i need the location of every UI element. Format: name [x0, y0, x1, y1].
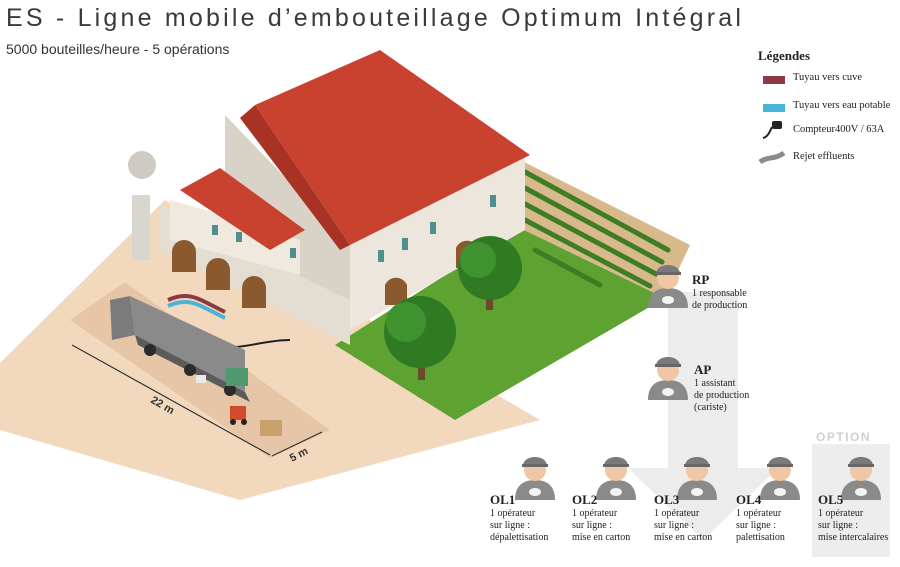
role-desc-line: 1 opérateur	[736, 508, 782, 519]
role-desc-line: de production	[694, 390, 750, 401]
role-code: RP	[692, 272, 710, 287]
page-subtitle: 5000 bouteilles/heure - 5 opérations	[6, 41, 230, 57]
ground-platform	[0, 200, 540, 500]
legend-title: Légendes	[758, 48, 810, 63]
option-label: OPTION	[816, 430, 872, 444]
role-code: AP	[694, 362, 712, 377]
role-desc-line: sur ligne :	[654, 520, 694, 531]
role-desc-line: sur ligne :	[490, 520, 530, 531]
tank-pipe-swatch	[763, 76, 785, 84]
cardboard-boxes	[260, 420, 282, 436]
power-cable-icon	[762, 121, 782, 139]
role-desc-line: 1 opérateur	[572, 508, 618, 519]
water-pipe-swatch	[763, 104, 785, 112]
legend-item-water-pipe: Tuyau vers eau potable	[793, 100, 891, 111]
legend-item-effluent: Rejet effluents	[793, 151, 855, 162]
width-dimension-line	[271, 431, 323, 457]
role-desc-line: 1 opérateur	[654, 508, 700, 519]
silo	[132, 195, 150, 260]
role-desc-line: dépalettisation	[490, 532, 549, 543]
flow-arrow	[628, 292, 778, 540]
role-ap: AP 1 assistant de production (cariste)	[694, 362, 749, 414]
water-hose	[167, 300, 226, 320]
role-rp: RP 1 responsable de production	[692, 272, 747, 312]
mobile-bottling-truck	[110, 296, 250, 402]
main-roof	[255, 50, 530, 245]
role-ol2: OL2 1 opérateur sur ligne : mise en cart…	[572, 492, 630, 544]
role-desc-line: palettisation	[736, 532, 785, 543]
role-ol3: OL3 1 opérateur sur ligne : mise en cart…	[654, 492, 712, 544]
forklift	[230, 406, 247, 425]
role-code: OL5	[818, 492, 844, 507]
role-desc-line: 1 opérateur	[818, 508, 864, 519]
role-desc-line: sur ligne :	[736, 520, 776, 531]
role-code: OL3	[654, 492, 680, 507]
tank-hose	[167, 294, 226, 314]
role-desc-line: sur ligne :	[572, 520, 612, 531]
role-desc-line: mise intercalaires	[818, 532, 889, 543]
effluent-hose-icon	[758, 150, 786, 165]
legend-item-power-meter: Compteur400V / 63A	[793, 124, 885, 135]
role-desc-line: mise en carton	[654, 532, 713, 543]
pavilion-wall	[170, 200, 300, 275]
role-desc-line: 1 responsable	[692, 288, 747, 299]
pavilion-roof	[180, 168, 305, 250]
rp-operator-avatar	[648, 265, 688, 308]
role-ol1: OL1 1 opérateur sur ligne : dépalettisat…	[490, 492, 548, 544]
role-ol5: OL5 1 opérateur sur ligne : mise interca…	[818, 492, 888, 544]
building-windows	[212, 195, 496, 262]
role-desc-line: mise en carton	[572, 532, 631, 543]
role-code: OL1	[490, 492, 516, 507]
pallet-stack	[226, 368, 248, 386]
role-code: OL4	[736, 492, 762, 507]
role-desc-line: (cariste)	[694, 402, 727, 413]
tree-right	[458, 236, 522, 310]
main-roof-shade	[240, 105, 350, 250]
role-ol4: OL4 1 opérateur sur ligne : palettisatio…	[736, 492, 785, 544]
vine-rows	[522, 169, 671, 289]
fan-housing	[128, 151, 156, 179]
ap-operator-avatar	[648, 357, 688, 400]
legend-item-tank-pipe: Tuyau vers cuve	[793, 72, 863, 83]
tree-left	[384, 296, 456, 380]
length-dimension-line	[71, 344, 271, 456]
page-title: ES - Ligne mobile d’embouteillage Optimu…	[6, 4, 745, 32]
role-desc-line: 1 opérateur	[490, 508, 536, 519]
role-desc-line: de production	[692, 300, 748, 311]
role-code: OL2	[572, 492, 598, 507]
role-desc-line: 1 assistant	[694, 378, 736, 389]
role-desc-line: sur ligne :	[818, 520, 858, 531]
